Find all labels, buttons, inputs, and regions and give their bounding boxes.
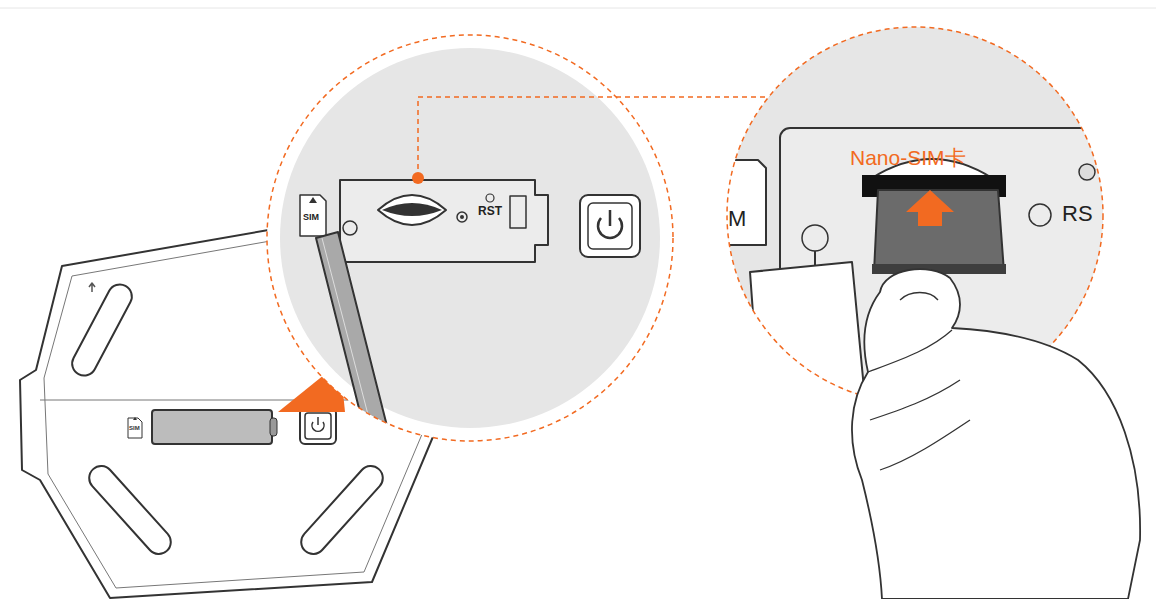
label-text: RS <box>1062 201 1093 226</box>
part-label: Nano-SIM卡 <box>850 147 966 168</box>
zoom-circle-2 <box>722 27 1140 599</box>
label-text: M <box>728 206 746 231</box>
top-rule <box>0 8 1156 9</box>
zoom-circle-1 <box>267 35 673 441</box>
sim-slot-mark: SIM <box>303 213 319 222</box>
sim-slot-mark-partial: M <box>728 208 746 230</box>
label-text: Nano-SIM卡 <box>850 146 966 169</box>
reset-label: RST <box>478 205 502 217</box>
label-text: SIM <box>303 212 319 222</box>
label-text: RST <box>478 204 502 218</box>
device-sim-mark: SIM <box>129 425 140 431</box>
label-text: SIM <box>129 425 140 431</box>
reset-label-partial: RS <box>1062 203 1093 225</box>
